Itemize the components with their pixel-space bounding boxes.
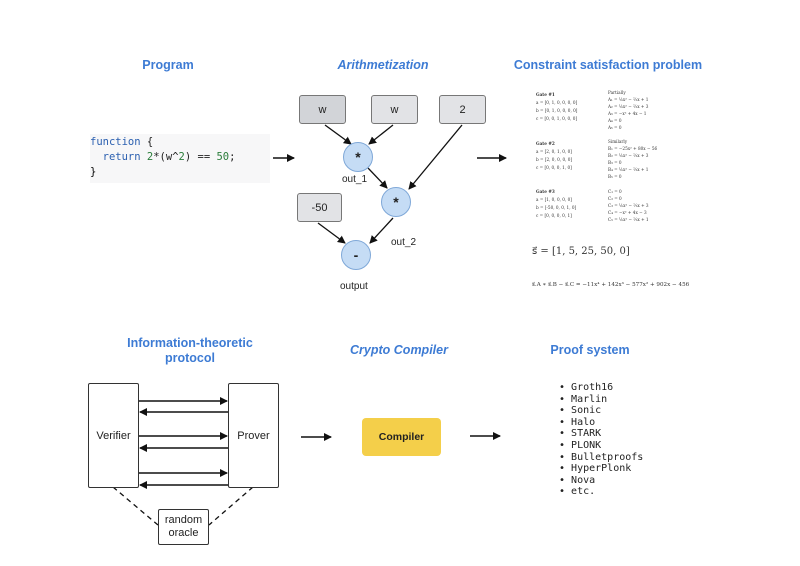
- csp-poly2-l1: B₁ = −25x² + 80x − 56: [608, 146, 658, 151]
- heading-itp: Information-theoretic protocol: [110, 336, 270, 366]
- heading-proof-system: Proof system: [550, 343, 630, 357]
- heading-program: Program: [142, 58, 194, 72]
- oracle-label-line1: random: [164, 514, 203, 526]
- prover-label: Prover: [237, 429, 270, 442]
- gate-multiply-1: *: [343, 142, 373, 172]
- csp-poly2-l3: B₃ = 0: [608, 160, 622, 165]
- csp-poly3-l3: C₄ = −x² + 4x − 3: [608, 210, 647, 215]
- dash-verifier-oracle: [112, 486, 159, 526]
- csp-poly2-l4: B₄ = ⅙x² − ⅔x + 1: [608, 167, 649, 172]
- input-constant-neg50: -50: [297, 193, 342, 222]
- csp-poly2-title: Similarly: [608, 139, 628, 144]
- csp-poly1-l3: A₃ = −x² + 4x − 1: [608, 111, 647, 116]
- heading-itp-line2: protocol: [165, 351, 215, 365]
- csp-gate1-title: Gate #1: [536, 92, 555, 97]
- csp-poly1-l4: A₄ = 0: [608, 118, 622, 123]
- code-text: *(w^: [153, 151, 179, 163]
- csp-poly1-l2: A₂ = ⅙x² − ⅔x + 3: [608, 104, 649, 109]
- input-constant-2: 2: [439, 95, 486, 124]
- proof-system-list: Groth16 Marlin Sonic Halo STARK PLONK Bu…: [559, 382, 643, 498]
- csp-panel: Gate #1 a = [0, 1, 0, 0, 0, 0] b = [0, 1…: [530, 86, 710, 296]
- edge-w1-gate1: [324, 124, 352, 145]
- list-item: Marlin: [559, 394, 643, 406]
- csp-poly2-l5: B₅ = 0: [608, 174, 622, 179]
- oracle-label-line2: oracle: [168, 527, 199, 539]
- csp-poly3-l4: C₅ = ⅙x² − ⅔x + 1: [608, 217, 649, 222]
- code-keyword-function: function: [90, 136, 141, 148]
- code-block: function { return 2*(w^2) == 50; }: [90, 134, 270, 183]
- list-item: Bulletproofs: [559, 452, 643, 464]
- csp-poly2-l2: B₂ = ⅙x² − ⅔x + 3: [608, 153, 649, 158]
- csp-gate2-c: c = [0, 0, 0, 1, 0]: [536, 165, 572, 170]
- csp-gate3-a: a = [1, 0, 0, 0, 0]: [536, 197, 572, 202]
- heading-crypto-compiler: Crypto Compiler: [350, 343, 448, 357]
- csp-poly1-l5: A₅ = 0: [608, 125, 622, 130]
- list-item: STARK: [559, 428, 643, 440]
- heading-csp: Constraint satisfaction problem: [513, 58, 703, 72]
- code-text: {: [140, 136, 154, 148]
- code-text: ) ==: [184, 151, 217, 163]
- verifier-box: Verifier: [88, 383, 139, 488]
- heading-itp-line1: Information-theoretic: [127, 336, 253, 350]
- list-item: Halo: [559, 417, 643, 429]
- dash-prover-oracle: [208, 486, 254, 526]
- edge-gate2-gate3: [369, 217, 394, 244]
- input-w-1: w: [299, 95, 346, 124]
- random-oracle-box: random oracle: [158, 509, 209, 545]
- csp-final-equation: s⃗.A ∗ s⃗.B − s⃗.C = −11x⁴ + 142x³ − 577…: [532, 282, 690, 288]
- csp-poly3-l2: C₃ = ⅙x² − ⅔x + 3: [608, 203, 649, 208]
- csp-poly1-l1: A₁ = ⅙x² − ⅔x + 1: [608, 97, 649, 102]
- csp-gate3-c: c = [0, 0, 0, 0, 1]: [536, 213, 572, 218]
- verifier-label: Verifier: [96, 429, 131, 442]
- edge-2-gate2: [408, 124, 463, 190]
- csp-witness: s⃗ = [1, 5, 25, 50, 0]: [532, 246, 630, 257]
- list-item: Nova: [559, 475, 643, 487]
- edge-gate1-gate2: [367, 167, 388, 189]
- csp-poly3-l1: C₂ = 0: [608, 196, 622, 201]
- heading-arithmetization: Arithmetization: [337, 58, 429, 72]
- code-closing-brace: }: [90, 166, 97, 178]
- csp-poly3-title: C₁ = 0: [608, 189, 622, 194]
- label-output: output: [340, 281, 368, 292]
- code-text: ;: [229, 151, 236, 163]
- csp-gate2-title: Gate #2: [536, 141, 555, 146]
- code-keyword-return: return: [90, 151, 141, 163]
- label-out-1: out_1: [342, 174, 368, 185]
- csp-gate3-b: b = [-50, 0, 0, 1, 0]: [536, 205, 577, 210]
- csp-gate1-a: a = [0, 1, 0, 0, 0, 0]: [536, 100, 578, 105]
- list-item: Groth16: [559, 382, 643, 394]
- gate-multiply-2: *: [381, 187, 411, 217]
- csp-gate1-c: c = [0, 0, 1, 0, 0, 0]: [536, 116, 578, 121]
- edge-w2-gate1: [368, 124, 394, 145]
- code-number: 50: [216, 151, 230, 163]
- list-item: Sonic: [559, 405, 643, 417]
- list-item: PLONK: [559, 440, 643, 452]
- compiler-label: Compiler: [378, 431, 425, 443]
- compiler-box: Compiler: [362, 418, 441, 456]
- csp-gate1-b: b = [0, 1, 0, 0, 0, 0]: [536, 108, 578, 113]
- code-number: 2: [140, 151, 154, 163]
- csp-gate3-title: Gate #3: [536, 189, 555, 194]
- edge-neg50-gate3: [317, 222, 346, 244]
- prover-box: Prover: [228, 383, 279, 488]
- list-item: etc.: [559, 486, 643, 498]
- list-item: HyperPlonk: [559, 463, 643, 475]
- gate-subtract: -: [341, 240, 371, 270]
- code-number: 2: [178, 151, 185, 163]
- csp-poly1-title: Partially: [608, 90, 626, 95]
- label-out-2: out_2: [391, 237, 417, 248]
- input-w-2: w: [371, 95, 418, 124]
- csp-gate2-a: a = [2, 0, 1, 0, 0]: [536, 149, 572, 154]
- csp-gate2-b: b = [2, 0, 0, 0, 0]: [536, 157, 573, 162]
